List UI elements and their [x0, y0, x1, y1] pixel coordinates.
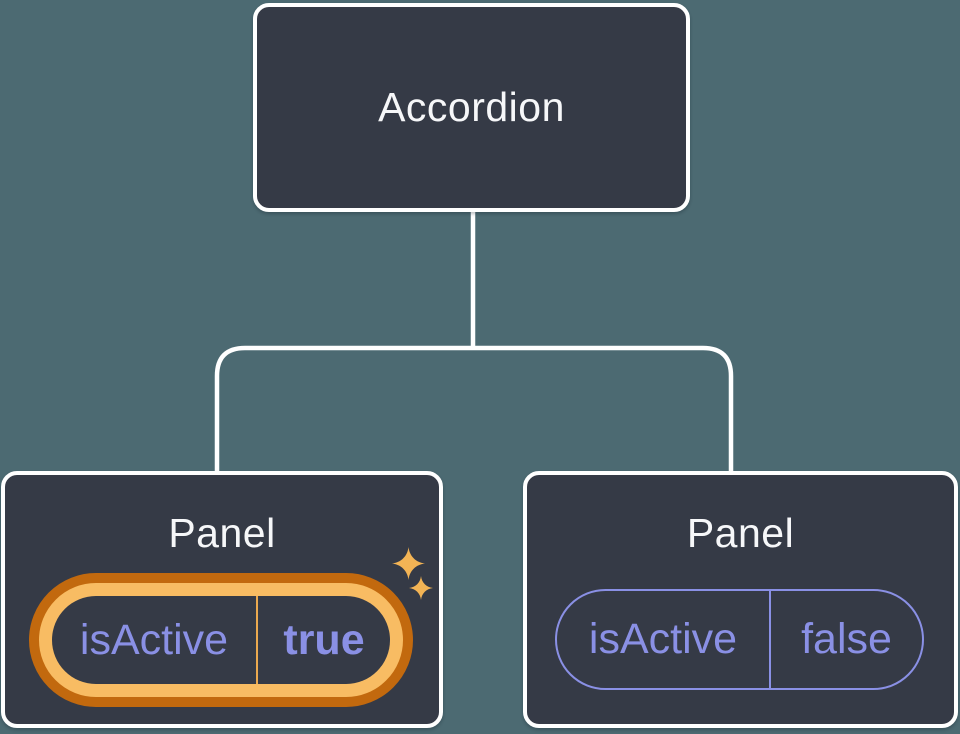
component-label-panel: Panel [168, 510, 276, 556]
component-node-panel-inactive: Panel isActive false [523, 471, 958, 728]
state-value-label: true [283, 615, 365, 664]
state-value-label: false [801, 615, 892, 663]
state-key-label: isActive [79, 615, 229, 664]
component-label-accordion: Accordion [378, 84, 565, 130]
component-node-panel-active: Panel isActive true [1, 471, 443, 728]
pill-divider [256, 596, 258, 684]
component-node-accordion: Accordion [253, 3, 690, 212]
component-label-panel: Panel [686, 510, 795, 556]
state-key-label: isActive [588, 615, 738, 663]
sparkles-icon [392, 547, 433, 600]
pill-divider [769, 591, 771, 688]
state-pill-inactive: isActive false [555, 589, 924, 690]
state-pill-active: isActive true [29, 573, 413, 707]
